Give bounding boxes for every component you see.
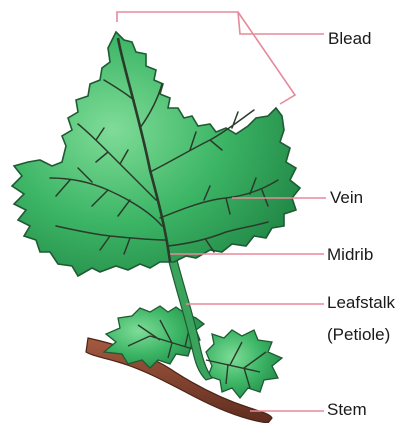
label-petiole: (Petiole) <box>327 325 390 345</box>
label-leafstalk: Leafstalk <box>327 293 395 313</box>
small-leaf-right <box>206 330 282 398</box>
label-vein: Vein <box>330 188 363 208</box>
label-midrib: Midrib <box>327 245 373 265</box>
label-stem: Stem <box>327 400 367 420</box>
label-blead: Blead <box>328 29 371 49</box>
